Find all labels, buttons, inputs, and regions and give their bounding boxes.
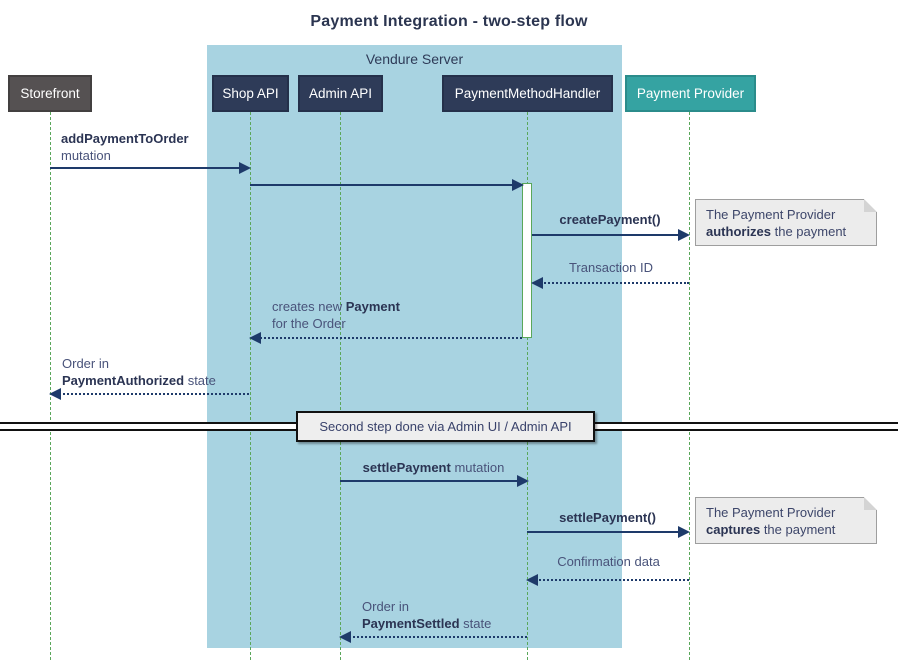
participant-shop-api: Shop API — [212, 75, 289, 112]
message-label-settle-payment-mutation: settlePayment mutation — [340, 459, 527, 476]
message-text: mutation — [450, 460, 505, 475]
participant-admin-api: Admin API — [298, 75, 383, 112]
arrow-creates-new-payment — [249, 332, 522, 344]
message-text: state — [184, 373, 216, 388]
note-text: The Payment Provider — [706, 505, 836, 520]
message-label-add-payment-to-order: addPaymentToOrder mutation — [61, 130, 189, 164]
message-text-bold: PaymentSettled — [362, 616, 460, 631]
message-text-bold: Payment — [345, 299, 400, 314]
arrow-settle-payment-call — [527, 526, 690, 538]
message-label-settle-payment-call: settlePayment() — [527, 509, 688, 526]
arrow-add-payment-to-order — [50, 162, 251, 174]
note-text: The Payment Provider — [706, 207, 836, 222]
arrow-confirmation-data — [526, 574, 689, 586]
note-text: the payment — [771, 224, 847, 239]
message-text: Order in — [62, 356, 109, 371]
message-label-payment-authorized: Order in PaymentAuthorized state — [62, 355, 216, 389]
vendure-server-label: Vendure Server — [365, 51, 464, 67]
message-label-transaction-id: Transaction ID — [533, 259, 689, 276]
arrow-transaction-id — [531, 277, 689, 289]
message-text-bold: addPaymentToOrder — [61, 131, 189, 146]
lifeline-payment-provider — [689, 112, 690, 660]
message-text-bold: settlePayment — [362, 460, 451, 475]
message-text: state — [459, 616, 492, 631]
activation-bar-payment-method-handler — [522, 183, 532, 338]
diagram-title: Payment Integration - two-step flow — [310, 13, 588, 30]
divider-label: Second step done via Admin UI / Admin AP… — [296, 411, 595, 442]
message-text-bold: settlePayment() — [559, 510, 656, 525]
note-text-bold: captures — [706, 522, 761, 537]
arrow-payment-authorized — [49, 388, 249, 400]
message-text-bold: PaymentAuthorized — [62, 373, 185, 388]
arrow-create-payment — [532, 229, 690, 241]
message-text: for the Order — [272, 316, 346, 331]
message-text: creates new — [272, 299, 346, 314]
message-label-creates-new-payment: creates new Payment for the Order — [272, 298, 400, 332]
message-text: mutation — [61, 148, 111, 163]
lifeline-storefront — [50, 112, 51, 660]
message-label-confirmation-data: Confirmation data — [528, 553, 689, 570]
note-authorizes-payment: The Payment Provider authorizes the paym… — [695, 199, 877, 246]
participant-storefront: Storefront — [8, 75, 92, 112]
lifeline-admin-api — [340, 112, 341, 660]
participant-payment-provider: Payment Provider — [625, 75, 756, 112]
message-text: Transaction ID — [568, 260, 654, 275]
note-text-bold: authorizes — [706, 224, 772, 239]
note-text: the payment — [760, 522, 836, 537]
message-label-payment-settled: Order in PaymentSettled state — [362, 598, 491, 632]
lifeline-payment-method-handler — [527, 112, 528, 660]
lifeline-shop-api — [250, 112, 251, 660]
vendure-server-container — [207, 45, 622, 648]
message-text-bold: createPayment() — [559, 212, 661, 227]
message-label-create-payment: createPayment() — [532, 211, 688, 228]
message-text: Order in — [362, 599, 409, 614]
arrow-shop-api-to-handler — [250, 179, 524, 191]
arrow-payment-settled — [339, 631, 527, 643]
arrow-settle-payment-mutation — [340, 475, 529, 487]
note-captures-payment: The Payment Provider captures the paymen… — [695, 497, 877, 544]
message-text: Confirmation data — [557, 554, 660, 569]
participant-payment-method-handler: PaymentMethodHandler — [442, 75, 613, 112]
